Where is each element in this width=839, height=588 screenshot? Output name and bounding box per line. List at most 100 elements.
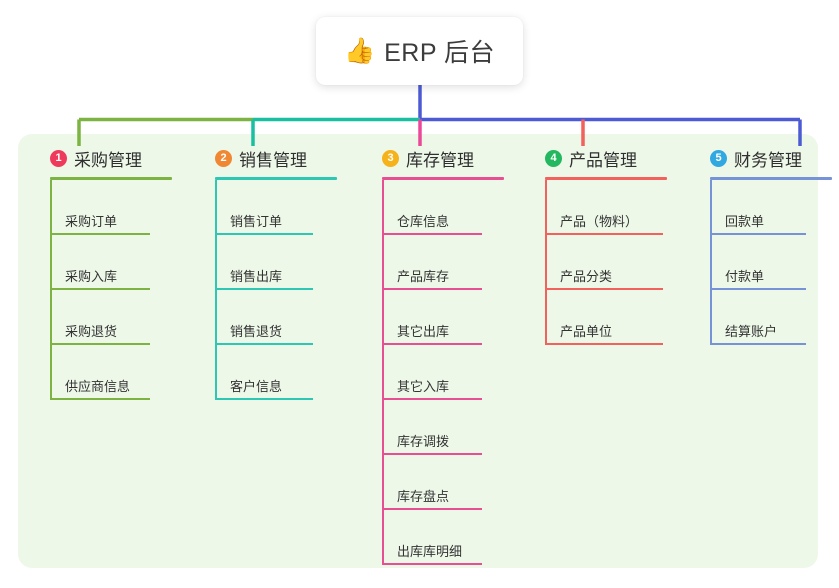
- leaf-item-label: 销售出库: [230, 269, 283, 284]
- column-badge-3: 3: [382, 149, 399, 167]
- column-items-1: 采购订单采购入库采购退货供应商信息: [30, 180, 172, 400]
- column-header-3[interactable]: 3 库存管理: [362, 145, 504, 171]
- leaf-item[interactable]: 采购退货: [30, 290, 172, 345]
- leaf-item[interactable]: 客户信息: [195, 345, 337, 400]
- column-title-1: 采购管理: [74, 150, 142, 170]
- leaf-item[interactable]: 销售退货: [195, 290, 337, 345]
- leaf-item-label: 回款单: [725, 214, 765, 229]
- leaf-item-rule: [382, 508, 482, 510]
- column-spine-1: [50, 180, 52, 400]
- leaf-item-label: 采购退货: [65, 324, 118, 339]
- leaf-item-rule: [710, 343, 806, 345]
- leaf-item-rule: [382, 453, 482, 455]
- leaf-item-label: 其它出库: [397, 324, 450, 339]
- leaf-item[interactable]: 结算账户: [690, 290, 832, 345]
- leaf-item-label: 结算账户: [725, 324, 778, 339]
- leaf-item-label: 产品单位: [560, 324, 613, 339]
- leaf-item[interactable]: 采购入库: [30, 235, 172, 290]
- column-spine-5: [710, 180, 712, 345]
- column-spine-4: [545, 180, 547, 345]
- leaf-item-label: 采购订单: [65, 214, 118, 229]
- leaf-item[interactable]: 回款单: [690, 180, 832, 235]
- leaf-item[interactable]: 其它出库: [362, 290, 504, 345]
- leaf-item-rule: [50, 343, 150, 345]
- leaf-item-rule: [215, 288, 313, 290]
- leaf-item-label: 库存调拨: [397, 434, 450, 449]
- root-node-title: ERP 后台: [384, 39, 496, 67]
- leaf-item[interactable]: 销售出库: [195, 235, 337, 290]
- leaf-item-rule: [545, 288, 663, 290]
- column-badge-5: 5: [710, 149, 727, 167]
- leaf-item[interactable]: 库存调拨: [362, 400, 504, 455]
- column-header-1[interactable]: 1 采购管理: [30, 145, 172, 171]
- root-node-card[interactable]: 👍 ERP 后台: [316, 17, 523, 85]
- leaf-item-rule: [215, 343, 313, 345]
- column-header-2[interactable]: 2 销售管理: [195, 145, 337, 171]
- leaf-item-rule: [382, 563, 482, 565]
- leaf-item-label: 付款单: [725, 269, 765, 284]
- leaf-item-rule: [545, 233, 663, 235]
- leaf-item[interactable]: 其它入库: [362, 345, 504, 400]
- column-items-3: 仓库信息产品库存其它出库其它入库库存调拨库存盘点出库库明细: [362, 180, 504, 565]
- column-title-3: 库存管理: [406, 150, 474, 170]
- column-4: 4 产品管理产品（物料） 产品分类产品单位: [525, 145, 667, 345]
- leaf-item-rule: [382, 288, 482, 290]
- leaf-item[interactable]: 出库库明细: [362, 510, 504, 565]
- leaf-item[interactable]: 仓库信息: [362, 180, 504, 235]
- column-badge-2: 2: [215, 149, 232, 167]
- column-1: 1 采购管理采购订单采购入库采购退货供应商信息: [30, 145, 172, 400]
- leaf-item-label: 出库库明细: [397, 544, 463, 559]
- column-items-5: 回款单付款单结算账户: [690, 180, 832, 345]
- leaf-item-label: 其它入库: [397, 379, 450, 394]
- leaf-item-rule: [710, 233, 806, 235]
- column-header-rule-2: [215, 177, 337, 180]
- leaf-item-rule: [50, 288, 150, 290]
- column-spine-3: [382, 180, 384, 565]
- leaf-item-rule: [382, 398, 482, 400]
- leaf-item[interactable]: 销售订单: [195, 180, 337, 235]
- leaf-item-rule: [50, 398, 150, 400]
- column-badge-1: 1: [50, 149, 67, 167]
- leaf-item-rule: [382, 233, 482, 235]
- leaf-item[interactable]: 供应商信息: [30, 345, 172, 400]
- leaf-item-rule: [50, 233, 150, 235]
- leaf-item[interactable]: 产品库存: [362, 235, 504, 290]
- leaf-item-label: 销售订单: [230, 214, 283, 229]
- column-header-rule-5: [710, 177, 832, 180]
- leaf-item-rule: [545, 343, 663, 345]
- column-3: 3 库存管理仓库信息产品库存其它出库其它入库库存调拨库存盘点出库库明细: [362, 145, 504, 565]
- column-items-4: 产品（物料） 产品分类产品单位: [525, 180, 667, 345]
- leaf-item-label: 供应商信息: [65, 379, 131, 394]
- column-header-rule-3: [382, 177, 504, 180]
- leaf-item[interactable]: 库存盘点: [362, 455, 504, 510]
- leaf-item-label: 产品分类: [560, 269, 613, 284]
- diagram-background-panel: [18, 134, 818, 568]
- leaf-item[interactable]: 付款单: [690, 235, 832, 290]
- column-badge-4: 4: [545, 149, 562, 167]
- leaf-item-label: 销售退货: [230, 324, 283, 339]
- leaf-item[interactable]: 产品（物料）: [525, 180, 667, 235]
- leaf-item-label: 采购入库: [65, 269, 118, 284]
- leaf-item-label: 产品库存: [397, 269, 450, 284]
- leaf-item[interactable]: 产品分类: [525, 235, 667, 290]
- column-header-rule-1: [50, 177, 172, 180]
- leaf-item[interactable]: 采购订单: [30, 180, 172, 235]
- column-spine-2: [215, 180, 217, 400]
- column-header-4[interactable]: 4 产品管理: [525, 145, 667, 171]
- column-title-4: 产品管理: [569, 150, 637, 170]
- column-2: 2 销售管理销售订单销售出库销售退货客户信息: [195, 145, 337, 400]
- leaf-item-label: 产品（物料）: [560, 214, 639, 229]
- leaf-item-label: 仓库信息: [397, 214, 450, 229]
- column-items-2: 销售订单销售出库销售退货客户信息: [195, 180, 337, 400]
- thumbs-up-icon: 👍: [343, 36, 376, 65]
- column-header-rule-4: [545, 177, 667, 180]
- leaf-item-rule: [215, 398, 313, 400]
- leaf-item[interactable]: 产品单位: [525, 290, 667, 345]
- leaf-item-label: 库存盘点: [397, 489, 450, 504]
- leaf-item-rule: [215, 233, 313, 235]
- leaf-item-label: 客户信息: [230, 379, 283, 394]
- column-title-2: 销售管理: [239, 150, 307, 170]
- leaf-item-rule: [382, 343, 482, 345]
